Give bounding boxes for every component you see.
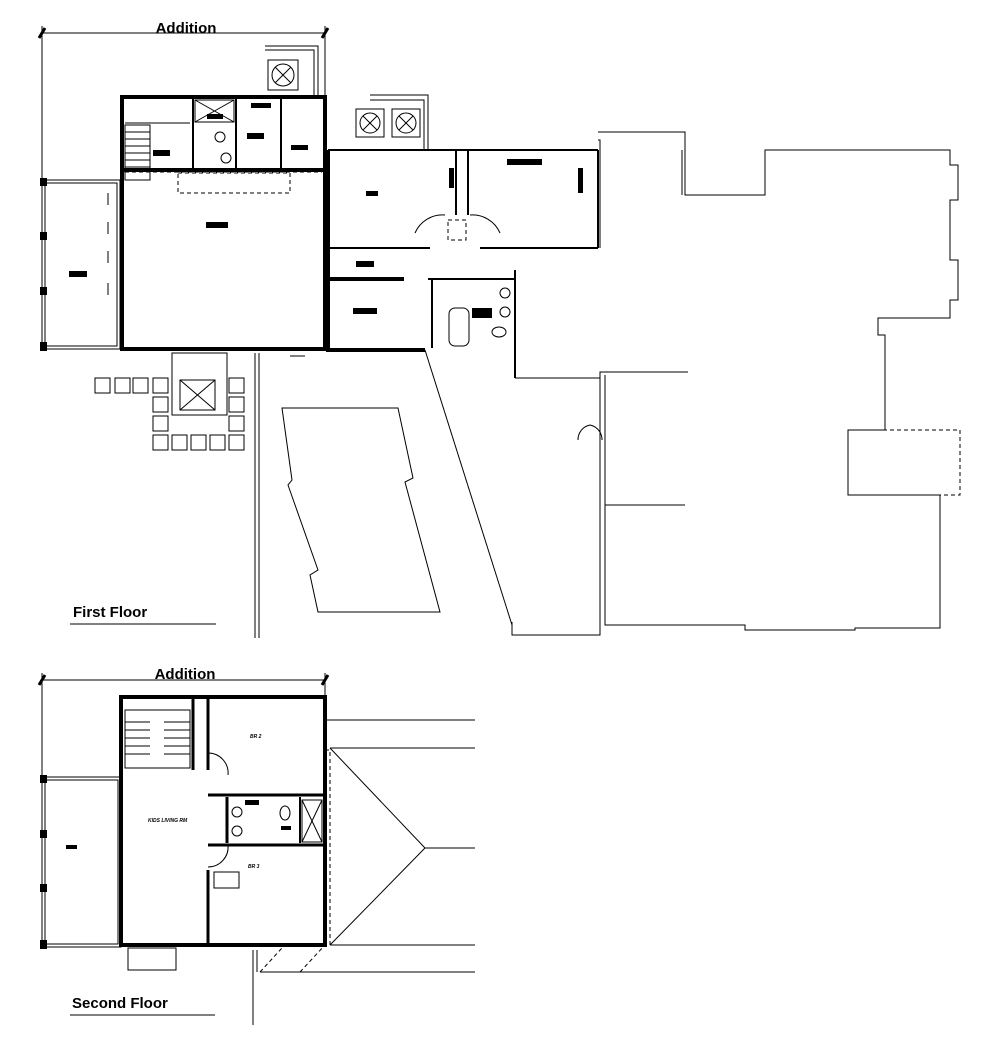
second-floor-addition-label: Addition xyxy=(155,666,216,683)
first-floor-title: First Floor xyxy=(73,604,147,621)
second-floor-title: Second Floor xyxy=(72,995,168,1012)
paver-squares xyxy=(94,352,245,451)
room-tag xyxy=(206,222,228,228)
addition-dimension-line xyxy=(37,673,330,775)
addition-first-floor xyxy=(40,95,327,351)
pool-outline xyxy=(281,407,441,613)
first-floor-plan: Addition xyxy=(37,20,961,638)
existing-roof-lines xyxy=(252,719,475,1025)
room-label-br3: BR 3 xyxy=(248,864,260,870)
existing-house-first-floor xyxy=(326,131,961,636)
hvac-unit-icon xyxy=(355,94,429,150)
room-label-br2: BR 2 xyxy=(250,734,262,740)
second-floor-plan: Addition BR 2 BR 3 KIDS LIVING RM xyxy=(37,666,475,1025)
first-floor-addition-label: Addition xyxy=(156,20,217,37)
addition-dimension-line xyxy=(37,26,330,180)
hvac-unit-icon xyxy=(265,45,319,95)
room-label-living: KIDS LIVING RM xyxy=(148,818,188,824)
